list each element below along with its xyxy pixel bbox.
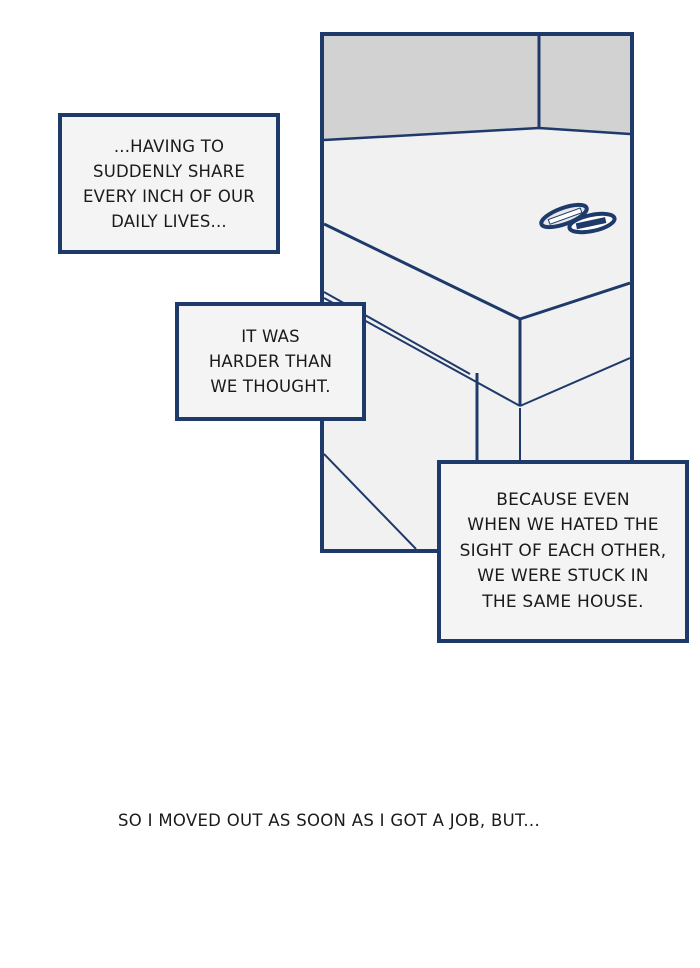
comic-panel bbox=[320, 32, 634, 553]
narration-text: SO I MOVED OUT AS SOON AS I GOT A JOB, B… bbox=[118, 811, 541, 830]
two-rings-icon bbox=[539, 202, 617, 235]
caption-text: BECAUSE EVEN WHEN WE HATED THE SIGHT OF … bbox=[459, 489, 667, 612]
caption-text: IT WAS HARDER THAN WE THOUGHT. bbox=[208, 327, 333, 396]
caption-box-harder: IT WAS HARDER THAN WE THOUGHT. bbox=[175, 302, 366, 421]
caption-box-same-house: BECAUSE EVEN WHEN WE HATED THE SIGHT OF … bbox=[437, 460, 689, 643]
caption-box-sharing-lives: ...HAVING TO SUDDENLY SHARE EVERY INCH O… bbox=[58, 113, 280, 254]
caption-text: ...HAVING TO SUDDENLY SHARE EVERY INCH O… bbox=[83, 136, 255, 231]
